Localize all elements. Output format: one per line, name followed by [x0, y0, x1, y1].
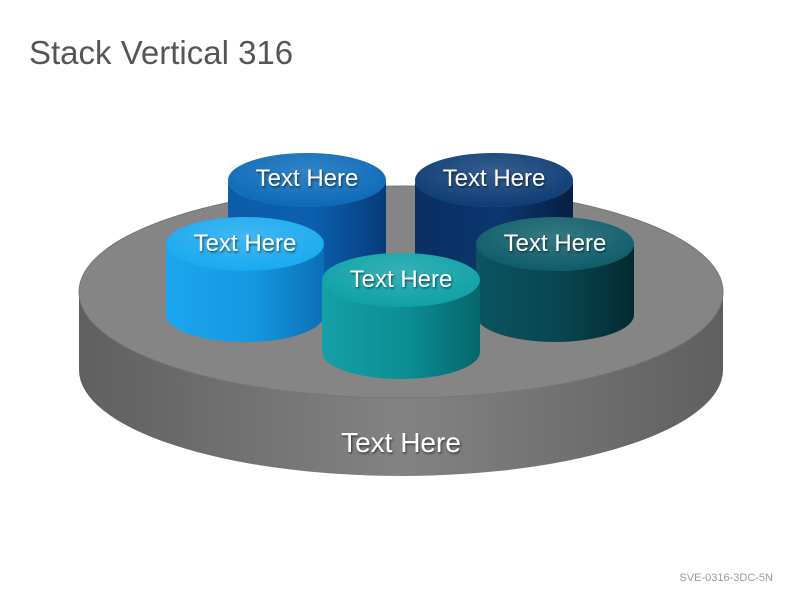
cylinder-side — [166, 244, 324, 342]
cylinder-front: Text Here — [322, 253, 480, 379]
cylinder-top-shine — [415, 153, 573, 207]
cylinder-top-shine — [322, 253, 480, 307]
cylinder-mid-left: Text Here — [166, 217, 324, 342]
cylinder-label[interactable]: Text Here — [350, 266, 453, 293]
cylinder-side — [322, 280, 480, 379]
cylinder-label[interactable]: Text Here — [194, 230, 297, 257]
cylinder-top-shine — [166, 217, 324, 271]
page-title: Stack Vertical 316 — [29, 34, 294, 71]
cylinder-label[interactable]: Text Here — [256, 165, 359, 192]
cylinder-top-shine — [476, 217, 634, 271]
footer-code: SVE-0316-3DC-5N — [679, 572, 773, 584]
base-side — [79, 292, 723, 476]
base-label[interactable]: Text Here — [341, 427, 461, 458]
cylinder-top-shine — [228, 153, 386, 207]
cylinder-side — [476, 244, 634, 342]
cylinder-label[interactable]: Text Here — [504, 230, 607, 257]
cylinder-mid-right: Text Here — [476, 217, 634, 342]
cylinder-label[interactable]: Text Here — [443, 165, 546, 192]
